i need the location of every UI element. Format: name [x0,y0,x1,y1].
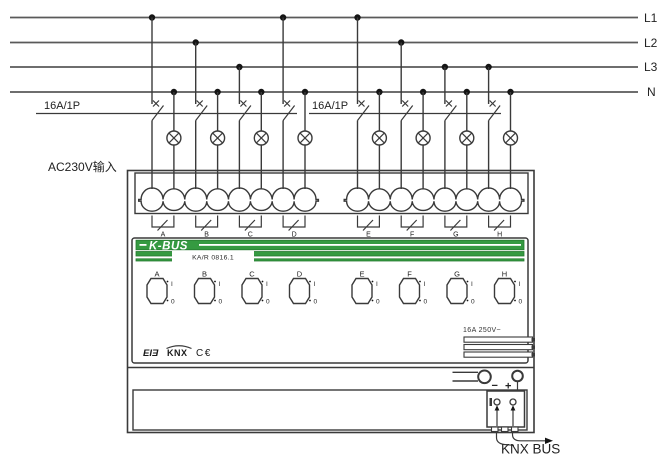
knob-e-on: I [376,281,378,288]
relay-contact-a: A [151,215,175,239]
power-line-label-n: N [647,85,656,99]
knob-a-on: I [171,281,173,288]
kbus-banner: K-BUS KA/R 0816.1 [135,239,525,262]
relay-contact-g-label: G [453,232,458,239]
relay-contact-b: B [195,215,219,239]
channel-a-phase-drop [148,14,164,189]
knob-c: C I 0 [241,270,270,306]
knob-e: E I 0 [351,270,380,306]
knob-g-off: 0 [471,299,475,306]
knx-bus-wires [495,431,553,446]
channel-d-phase-drop [279,14,296,189]
knob-f: F I 0 [398,270,428,306]
device-casing [126,169,535,434]
power-line-label-l2: L2 [644,36,658,50]
relay-contact-h: H [488,215,512,239]
knob-b: B I 0 [193,270,223,306]
relay-contact-e-label: E [366,232,371,239]
power-line-label-l3: L3 [644,60,658,74]
relay-contact-c-label: C [248,232,253,239]
channel-g-phase-drop [441,63,457,189]
knob-h-off: 0 [519,299,523,306]
knob-h: H I 0 [493,270,523,306]
channel-f-lamp-drop [415,88,431,189]
breaker-group1-label: 16A/1P [44,100,80,112]
relay-contact-g: G [444,215,468,239]
relay-contact-d-label: D [292,232,297,239]
channel-h-lamp-drop [502,88,519,189]
knob-g: G I 0 [446,270,475,306]
channel-h-phase-drop [485,63,501,189]
rating-label: 16A 250V~ [463,327,501,334]
knob-d-letter: D [297,270,303,279]
knob-d: D I 0 [288,270,318,306]
channel-d-lamp-drop [297,88,313,189]
bus-plus-label: + [505,381,511,393]
bus-connector [486,390,526,433]
lower-label-area [132,389,528,431]
bus-minus-label: − [492,380,498,392]
power-lines: L1 L2 L3 N [10,11,658,99]
knob-b-off: 0 [219,299,223,306]
relay-contact-e: E [356,215,380,239]
knob-h-on: I [519,281,521,288]
knx-bus-label: KNX BUS [501,442,560,457]
channel-c-phase-drop [236,63,252,189]
channel-f-phase-drop [398,39,414,189]
ac-input-label: AC230V输入 [48,159,117,174]
relay-contact-f-label: F [410,232,414,239]
knob-a: A I 0 [146,270,175,306]
knob-a-letter: A [154,270,159,279]
bus-clamp-minus: − [452,369,498,392]
knob-d-on: I [314,281,316,288]
knob-c-off: 0 [266,299,270,306]
kbus-banner-line [199,244,521,246]
eib-logo: EIƎ [143,348,159,359]
knob-b-letter: B [202,270,207,279]
knob-g-letter: G [454,270,460,279]
breaker-group-labels: 16A/1P 16A/1P [36,100,501,115]
knob-e-off: 0 [376,299,380,306]
terminal-strip-left [138,187,320,212]
channel-a-lamp-drop [166,88,182,189]
channel-g-lamp-drop [459,88,475,189]
knob-e-letter: E [359,270,364,279]
kbus-banner-dash [139,244,147,246]
brand-label: K-BUS [149,241,188,253]
relay-contact-b-label: B [204,232,209,239]
vent-grille [463,336,535,358]
relay-contact-h-label: H [497,232,502,239]
knob-c-letter: C [249,270,255,279]
knob-a-off: 0 [171,299,175,306]
knob-c-on: I [266,281,268,288]
power-line-label-l1: L1 [644,11,658,25]
knob-g-on: I [471,281,473,288]
channel-e-phase-drop [354,14,370,189]
knob-f-off: 0 [424,299,428,306]
knob-d-off: 0 [314,299,318,306]
breaker-group2-label: 16A/1P [312,100,348,112]
knob-b-on: I [219,281,221,288]
channel-b-lamp-drop [209,88,226,189]
channel-e-lamp-drop [371,88,388,189]
relay-contact-f: F [400,215,424,239]
ce-mark: C€ [196,348,212,359]
channel-b-phase-drop [192,39,208,189]
model-label: KA/R 0816.1 [192,255,234,262]
knob-h-letter: H [502,270,507,279]
certification-logos: EIƎ KNX C€ [143,345,212,359]
channel-c-lamp-drop [253,88,269,189]
relay-contact-d: D [282,215,306,239]
terminal-housing [134,172,529,215]
knob-f-letter: F [407,270,412,279]
terminal-strip-right [343,187,525,212]
relay-contact-a-label: A [161,232,166,239]
knx-logo: KNX [167,348,188,358]
relay-contact-c: C [238,215,262,239]
knob-f-on: I [424,281,426,288]
bus-clamp-plus: + [505,369,524,393]
knx-logo-arc [166,345,192,350]
front-panel [131,237,529,364]
